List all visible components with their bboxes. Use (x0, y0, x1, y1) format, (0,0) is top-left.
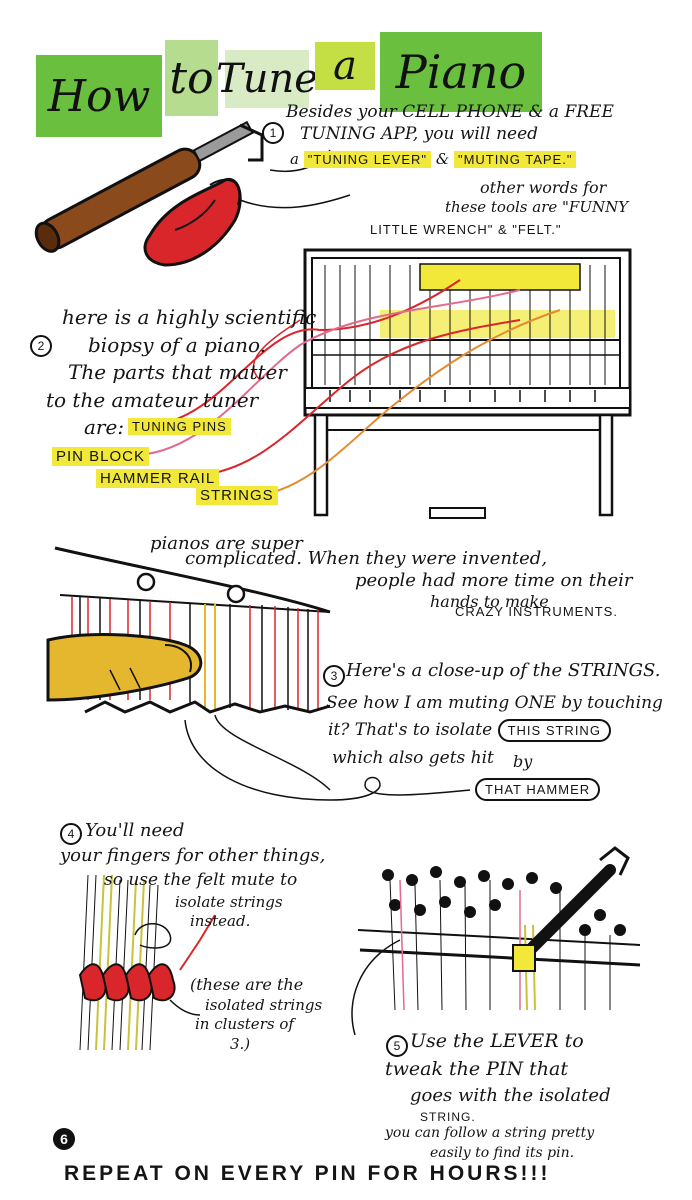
step4-aside2: isolated strings (205, 996, 323, 1014)
step3-line4: which also gets hit (332, 748, 494, 768)
step5-line3: goes with the isolated (410, 1085, 611, 1106)
step5-line1: Use the LEVER to (410, 1030, 584, 1052)
part-pin-block: PIN BLOCK (52, 447, 150, 466)
title-block-to: to (165, 40, 218, 116)
step4-aside3: in clusters of (195, 1015, 294, 1033)
step2-line5: are: (84, 415, 125, 439)
step4-aside4: 3.) (230, 1035, 251, 1053)
step5-line4: STRING. (420, 1110, 476, 1124)
step5-number: 5 (386, 1035, 408, 1057)
note-line3: people had more time on their (355, 570, 633, 591)
step3-number: 3 (323, 665, 345, 687)
step4-line3: so use the felt mute to (104, 870, 298, 890)
step4-line2: your fingers for other things, (60, 845, 326, 866)
step1-other1: other words for (480, 178, 607, 197)
tuning-lever-label: "TUNING LEVER" (303, 151, 432, 168)
this-string-label: THIS STRING (497, 719, 611, 742)
that-hammer-label: THAT HAMMER (475, 778, 601, 801)
step1-other3: LITTLE WRENCH" & "FELT." (370, 222, 562, 237)
step4-aside1: (these are the (190, 975, 304, 994)
step6-text: REPEAT ON EVERY PIN FOR HOURS!!! (64, 1162, 551, 1185)
step5-line2: tweak the PIN that (385, 1058, 568, 1080)
step3-line3: it? That's to isolate THIS STRING (328, 719, 611, 742)
step4-line4: isolate strings (175, 893, 283, 911)
step6-number: 6 (53, 1128, 75, 1150)
step2-line1: here is a highly scientific (62, 305, 317, 329)
step3-line1: Here's a close-up of the STRINGS. (346, 660, 661, 681)
step2-line2: biopsy of a piano. (88, 333, 267, 357)
title-block-a: a (315, 42, 375, 90)
note-line5: CRAZY INSTRUMENTS. (455, 604, 618, 619)
note-line1: pianos are super (150, 533, 303, 554)
step1-line2: TUNING APP, you will need (300, 124, 539, 144)
step1-number: 1 (262, 122, 284, 144)
step3-line2: See how I am muting ONE by touching (326, 693, 663, 713)
step5-line6: easily to find its pin. (430, 1145, 575, 1161)
step4-number: 4 (60, 823, 82, 845)
title-block-how: How (36, 55, 162, 137)
step1-line1: Besides your CELL PHONE & a FREE (286, 102, 614, 122)
note-line4: hands to make (430, 592, 549, 611)
step2-number: 2 (30, 335, 52, 357)
part-strings: STRINGS (196, 486, 278, 505)
step3-by: by (513, 752, 533, 771)
step1-other2: these tools are "FUNNY (445, 198, 629, 216)
note-line2: complicated. When they were invented, (185, 548, 548, 569)
muting-tape-label: "MUTING TAPE." (453, 151, 577, 168)
step4-line5: instead. (190, 912, 251, 930)
step2-line3: The parts that matter (68, 360, 287, 384)
step5-line5: you can follow a string pretty (385, 1125, 595, 1141)
title-block-piano: Piano (380, 32, 542, 112)
step2-line4: to the amateur tuner (46, 388, 259, 412)
part-hammer-rail: HAMMER RAIL (96, 469, 220, 488)
part-tuning-pins: TUNING PINS (128, 418, 231, 435)
step1-line3: a "TUNING LEVER" & "MUTING TAPE." (290, 150, 577, 168)
title-block-tune: Tune (216, 50, 318, 108)
step4-line1: You'll need (85, 820, 185, 841)
